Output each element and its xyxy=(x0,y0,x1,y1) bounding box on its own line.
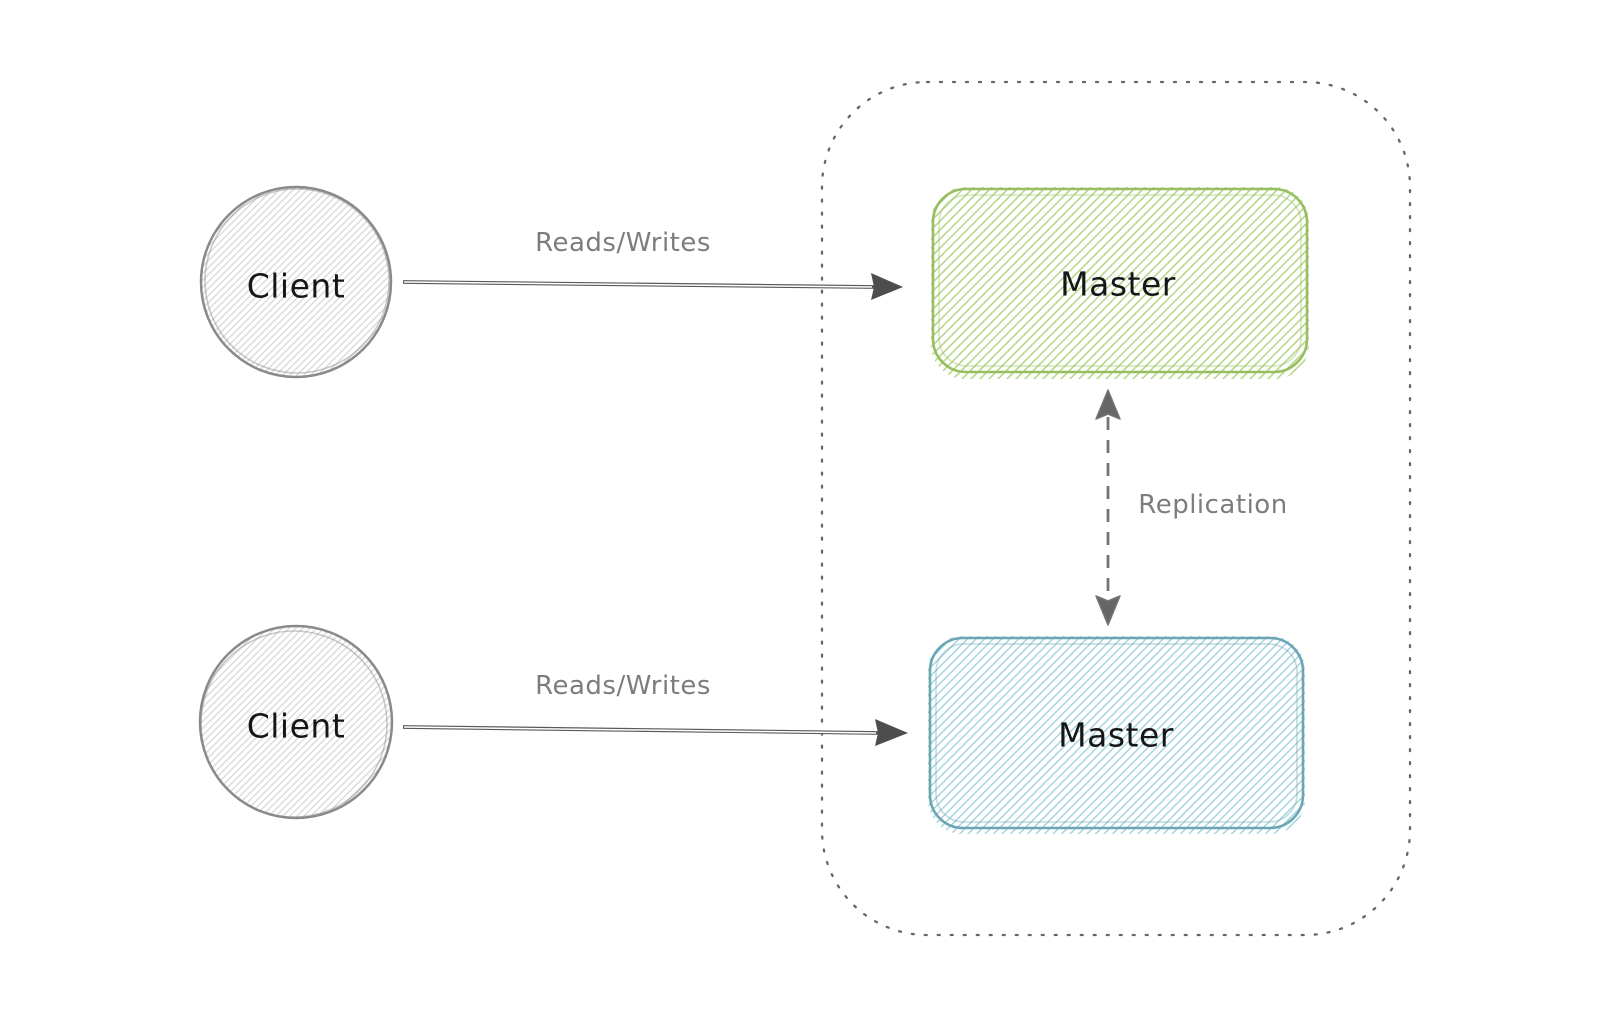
node-client-top[interactable]: Client xyxy=(199,185,393,379)
edge-line-core xyxy=(403,281,873,288)
client-circle-outline xyxy=(198,624,394,820)
arrowhead-down-icon xyxy=(1095,595,1121,626)
client-circle-outline xyxy=(199,185,393,379)
client-circle-sketch-stroke xyxy=(204,188,390,374)
client-circle-fill xyxy=(199,625,393,819)
master-bottom-fill xyxy=(928,636,1305,834)
master-top-fill xyxy=(931,187,1309,379)
arrowhead-right-icon xyxy=(871,273,903,300)
master-bottom-sketch-stroke xyxy=(935,643,1298,823)
master-bottom-outline xyxy=(928,636,1305,830)
node-label-client-top: Client xyxy=(247,267,346,306)
edge-replication[interactable]: Replication xyxy=(1095,389,1288,626)
edge-line-core xyxy=(403,726,877,734)
master-top-outline xyxy=(931,187,1309,374)
edge-reads-writes-top[interactable]: Reads/Writes xyxy=(402,228,903,300)
node-client-bottom[interactable]: Client xyxy=(198,624,394,820)
node-label-client-bottom: Client xyxy=(247,707,346,746)
node-master-bottom[interactable]: Master xyxy=(928,636,1305,834)
edge-label-replication: Replication xyxy=(1138,490,1287,520)
client-circle-fill xyxy=(200,186,392,378)
edge-reads-writes-bottom[interactable]: Reads/Writes xyxy=(402,671,908,746)
node-master-top[interactable]: Master xyxy=(931,187,1309,379)
arrowhead-right-icon xyxy=(875,719,908,746)
node-label-master-top: Master xyxy=(1060,265,1176,304)
edge-label-reads-writes-top: Reads/Writes xyxy=(535,228,711,258)
client-circle-sketch-stroke xyxy=(200,630,388,818)
master-top-sketch-stroke xyxy=(938,194,1302,367)
node-label-master-bottom: Master xyxy=(1058,716,1174,755)
arrowhead-up-icon xyxy=(1095,389,1121,420)
edge-label-reads-writes-bottom: Reads/Writes xyxy=(535,671,711,701)
